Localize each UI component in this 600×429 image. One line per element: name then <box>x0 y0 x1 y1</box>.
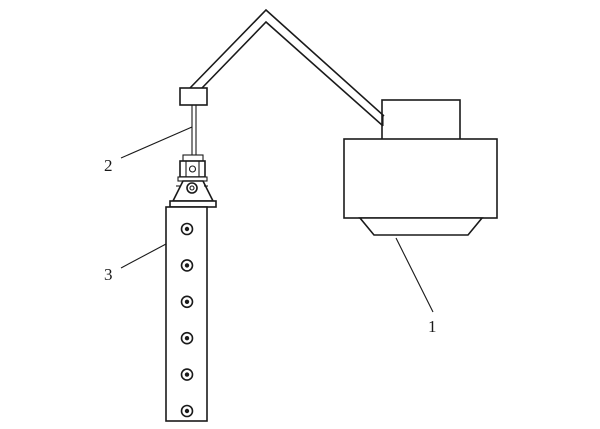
leader-line-2 <box>120 126 193 159</box>
excavator-cab <box>381 99 461 141</box>
boom-arm <box>189 8 385 127</box>
pile-hole-center <box>184 408 190 414</box>
excavator-undercarriage <box>358 217 484 236</box>
hammer-head-block <box>179 87 208 106</box>
pile-hole-center <box>184 226 190 232</box>
leader-line-1 <box>395 237 434 313</box>
pile-hole-center <box>184 263 190 268</box>
excavator-body <box>343 138 498 219</box>
pile-body <box>165 206 208 422</box>
excavator <box>343 99 498 236</box>
ref-label-3: 3 <box>104 265 113 284</box>
ref-label-2: 2 <box>104 156 113 175</box>
pile-hole-center <box>184 372 190 377</box>
sheet-pile <box>165 206 208 422</box>
pile-holes <box>180 222 194 418</box>
pile-hole-center <box>184 336 190 341</box>
leader-line-3 <box>120 243 167 269</box>
ref-label-1: 1 <box>428 317 437 336</box>
suspension-rod <box>191 105 197 158</box>
clamp-assembly <box>169 154 217 208</box>
pile-hole-center <box>184 299 190 304</box>
